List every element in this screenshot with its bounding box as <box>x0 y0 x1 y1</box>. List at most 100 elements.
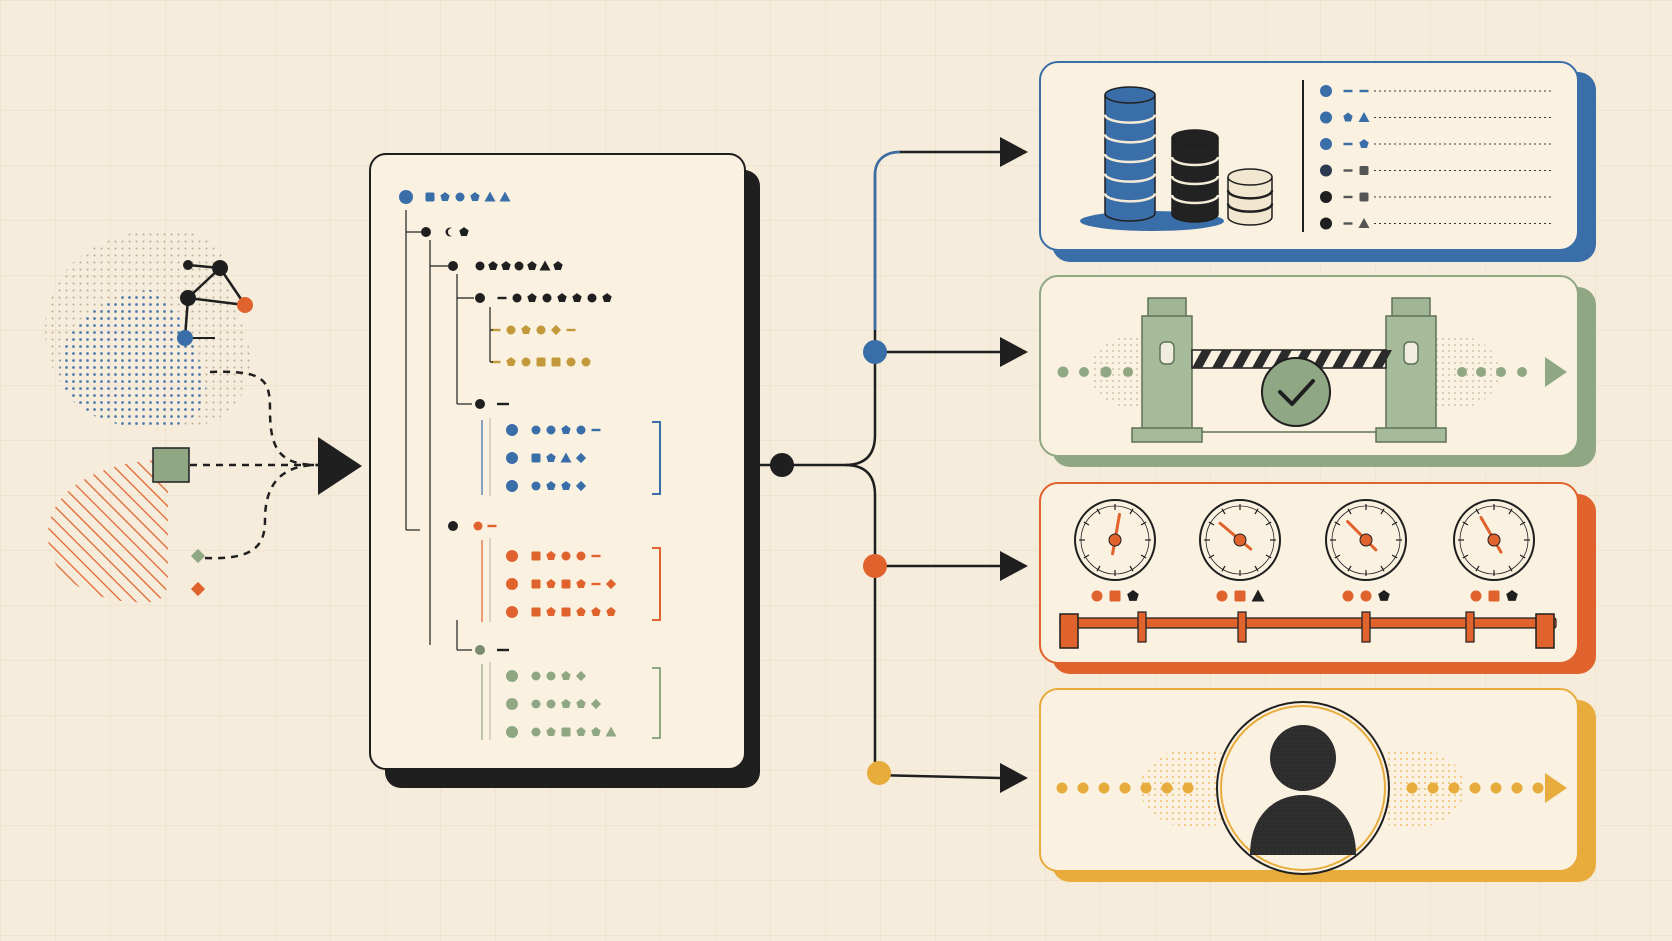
glyph-dash <box>1343 142 1353 146</box>
glyph-pentagon <box>1378 590 1390 601</box>
glyph-dash <box>1343 169 1353 172</box>
gauge-row <box>1074 499 1535 602</box>
glyph-pentagon <box>527 293 537 302</box>
glyph-dash <box>487 524 497 528</box>
glyph-dot <box>536 325 546 335</box>
glyph-pentagon <box>576 607 586 616</box>
list-bullet <box>1320 164 1332 177</box>
tree-leaf-node <box>506 726 518 738</box>
glyph-square <box>561 607 571 617</box>
glyph-dot <box>506 325 516 335</box>
database-list <box>1320 85 1552 230</box>
tree-panel <box>369 153 760 788</box>
glyph-square <box>1234 590 1246 602</box>
branch-node-orange <box>863 554 887 578</box>
tree-node <box>475 399 485 409</box>
branch-node-blue <box>863 340 887 364</box>
glyph-pentagon <box>546 727 556 736</box>
list-bullet <box>1320 217 1332 230</box>
tree-structure <box>399 190 661 740</box>
database-cylinder <box>1170 129 1220 223</box>
tree-node <box>448 521 458 531</box>
glyph-dot <box>542 293 552 303</box>
glyph-dot <box>1091 590 1103 602</box>
square-node-icon <box>152 447 190 483</box>
flow-dot <box>1476 367 1486 377</box>
glyph-triangle <box>484 191 496 202</box>
glyph-pentagon <box>440 192 450 201</box>
track-tick <box>1137 611 1147 643</box>
glyph-dash <box>497 648 509 652</box>
arrow-icon <box>1545 773 1567 803</box>
tree-leaf-node <box>506 606 518 618</box>
tree-panel-card <box>369 153 746 770</box>
tree-leaf-node <box>506 670 518 682</box>
panel-user <box>1039 688 1596 882</box>
glyph-pentagon <box>546 481 556 490</box>
glyph-square <box>551 357 561 367</box>
tree-node <box>475 645 485 655</box>
glyph-pentagon <box>506 357 516 366</box>
glyph-dot <box>531 671 541 681</box>
glyph-pentagon <box>527 261 537 270</box>
glyph-dash <box>491 328 501 332</box>
tree-leaf-node <box>506 550 518 562</box>
glyph-dash <box>591 582 601 586</box>
list-bullet <box>1320 85 1332 97</box>
arrow-icon <box>1000 551 1028 581</box>
glyph-diamond <box>550 324 562 336</box>
glyph-dot <box>521 357 531 367</box>
glyph-triangle <box>1251 589 1265 602</box>
branch-node-yellow <box>867 761 891 785</box>
glyph-dot <box>531 425 541 435</box>
panel-gate <box>1039 275 1596 467</box>
glyph-dot <box>1360 590 1372 602</box>
glyph-dot <box>514 261 524 271</box>
glyph-dash <box>491 360 501 364</box>
track-tick <box>1361 611 1371 643</box>
input-cluster <box>45 230 362 603</box>
glyph-square <box>531 607 541 617</box>
glyph-pentagon <box>546 607 556 616</box>
glyph-diamond <box>575 452 587 464</box>
track-tick <box>1465 611 1475 643</box>
glyph-dash <box>1359 89 1369 93</box>
graph-network-icon <box>177 260 253 346</box>
arrow-icon <box>1000 337 1028 367</box>
glyph-dot <box>475 261 485 271</box>
glyph-triangle <box>605 726 617 737</box>
glyph-dot <box>581 357 591 367</box>
glyph-pentagon <box>561 671 571 680</box>
glyph-pentagon <box>561 699 571 708</box>
glyph-dot <box>1216 590 1228 602</box>
flow-dot <box>1161 782 1173 794</box>
flow-dot <box>1457 367 1467 377</box>
glyph-pentagon <box>553 261 563 270</box>
gauge-icon <box>1074 499 1156 581</box>
glyph-pentagon <box>591 607 601 616</box>
glyph-dot <box>455 192 465 202</box>
glyph-square <box>536 357 546 367</box>
tree-node <box>421 227 431 237</box>
flow-dot <box>1098 782 1110 794</box>
flow-dots <box>1057 366 1527 378</box>
glyph-triangle <box>1358 112 1370 122</box>
tree-node <box>448 261 458 271</box>
database-cylinder <box>1226 168 1274 226</box>
flow-dot <box>1496 367 1506 377</box>
glyph-square <box>531 551 541 561</box>
flow-dot <box>1517 367 1527 377</box>
glyph-dash <box>591 554 601 558</box>
bracket <box>652 547 661 621</box>
flow-dot <box>1056 782 1068 794</box>
glyph-pentagon <box>501 261 511 270</box>
glyph-pentagon <box>488 261 498 270</box>
glyph-square <box>531 453 541 463</box>
glyph-dot <box>576 425 586 435</box>
glyph-pentagon <box>546 579 556 588</box>
stipple-blob-blue <box>59 290 206 429</box>
flow-dot <box>1448 782 1460 794</box>
panel-database <box>1039 61 1596 262</box>
glyph-square <box>1359 192 1369 202</box>
bracket <box>652 667 661 739</box>
